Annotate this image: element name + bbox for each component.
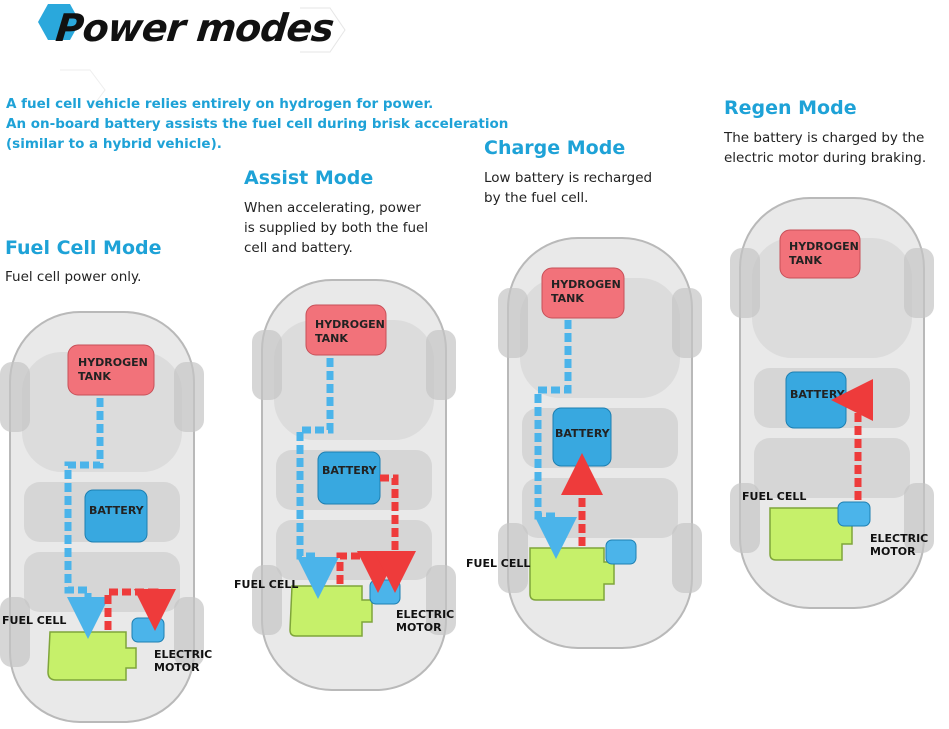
hydrogen-label-2: TANK [78,370,111,383]
electric-motor [369,579,401,605]
charge-mode-diagram: HYDROGEN TANK BATTERY FUEL CELL [466,237,703,649]
fuel-cell-label: FUEL CELL [2,614,66,627]
electric-motor [605,539,637,565]
desc-line: Fuel cell power only. [5,269,142,285]
hexagon-icon [38,4,80,40]
fuel-cell-mode-diagram: HYDROGEN TANK BATTERY FUEL CELL ELECTRIC… [0,311,212,723]
assist-mode-desc: When accelerating, power is supplied by … [244,198,428,258]
fuel-cell-mode-title: Fuel Cell Mode [5,237,162,259]
regen-flow-arrow [831,379,873,500]
hydrogen-tank [67,344,155,396]
assist-mode-diagram: HYDROGEN TANK BATTERY FUEL CELL ELECTRIC… [234,279,457,691]
desc-line: When accelerating, power [244,200,421,216]
battery-label: BATTERY [89,504,145,517]
hydrogen-flow-arrow [534,320,577,559]
assist-mode-title: Assist Mode [244,167,374,189]
intro-line-3: (similar to a hybrid vehicle). [6,136,222,152]
motor-label-1: ELECTRIC [154,648,212,661]
desc-line: Low battery is recharged [484,170,653,186]
fuel-cell-mode-desc: Fuel cell power only. [5,267,141,287]
hydrogen-label-2: TANK [551,292,584,305]
motor-label-2: MOTOR [154,661,200,674]
regen-mode-title: Regen Mode [724,97,857,119]
battery-flow-arrow [374,474,416,593]
hydrogen-tank [779,229,861,279]
fuel-cell [289,585,373,637]
hydrogen-label-1: HYDROGEN [551,278,621,291]
desc-line: The battery is charged by the [724,130,925,146]
regen-mode-diagram: HYDROGEN TANK BATTERY FUEL CELL ELECTRIC… [729,197,935,609]
hydrogen-tank [305,304,387,356]
electric-motor [131,617,165,643]
motor-label-1: ELECTRIC [870,532,928,545]
desc-line: by the fuel cell. [484,190,589,206]
charge-mode-desc: Low battery is recharged by the fuel cel… [484,168,652,208]
hydrogen-flow-arrow [64,398,109,639]
hydrogen-label-2: TANK [315,332,348,345]
desc-line: is supplied by both the fuel [244,220,429,236]
battery-label: BATTERY [322,464,378,477]
desc-line: cell and battery. [244,240,353,256]
motor-label-2: MOTOR [396,621,442,634]
desc-line: electric motor during braking. [724,150,927,166]
power-flow-arrow [104,588,176,631]
motor-label-1: ELECTRIC [396,608,454,621]
hydrogen-label-1: HYDROGEN [78,356,148,369]
battery [317,451,381,505]
hexagon-outline-decoration-2 [60,69,106,111]
fuel-cell-label: FUEL CELL [234,578,298,591]
intro-text: A fuel cell vehicle relies entirely on h… [6,94,508,154]
battery-label: BATTERY [555,427,611,440]
battery [84,489,148,543]
intro-line-1: A fuel cell vehicle relies entirely on h… [6,96,434,112]
charge-mode-title: Charge Mode [484,137,626,159]
hydrogen-tank [541,267,625,319]
hydrogen-label-1: HYDROGEN [315,318,385,331]
hexagon-outline-decoration [300,7,346,53]
regen-mode-desc: The battery is charged by the electric m… [724,128,926,168]
electric-motor [837,501,871,527]
intro-line-2: An on-board battery assists the fuel cel… [6,116,509,132]
fuel-cell-label: FUEL CELL [466,557,530,570]
hydrogen-label-1: HYDROGEN [789,240,859,253]
fuel-cell [47,631,137,681]
hydrogen-flow-arrow [296,358,339,599]
motor-label-2: MOTOR [870,545,916,558]
fuel-cell [529,547,615,601]
battery-label: BATTERY [790,388,846,401]
hydrogen-label-2: TANK [789,254,822,267]
fuel-cell-label: FUEL CELL [742,490,806,503]
